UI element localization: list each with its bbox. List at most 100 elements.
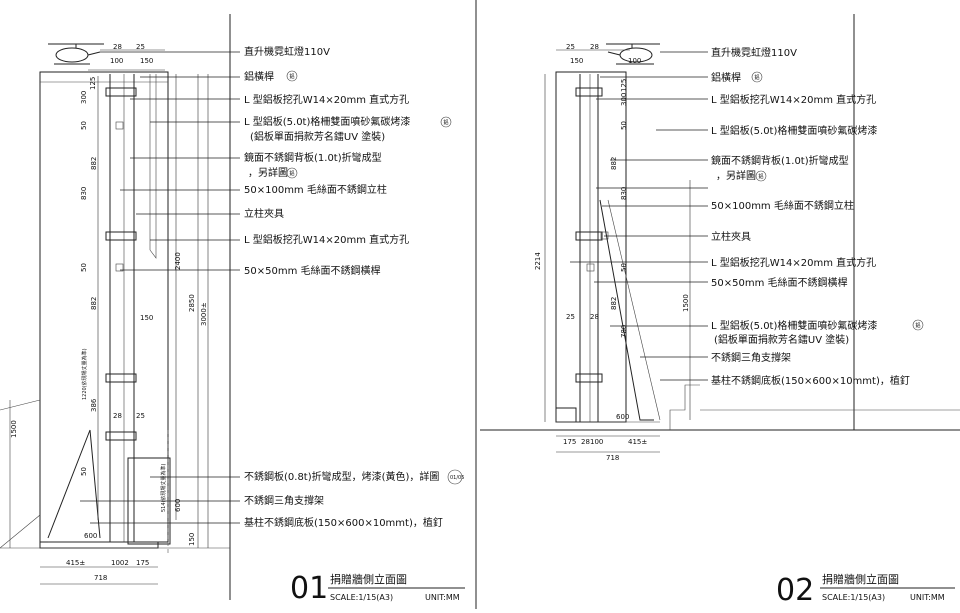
drawing-number-02: 02 xyxy=(776,573,814,608)
dim2-v-50b: 50 xyxy=(620,263,628,272)
leaders-01 xyxy=(80,51,240,524)
callout-02-panel-b: L 型鋁板(5.0t)格柵雙面噴砂氟碳烤漆 xyxy=(711,319,877,332)
wall-body-02 xyxy=(555,71,627,423)
dim-150: 150 xyxy=(140,57,153,65)
dim-v-2400: 2400 xyxy=(174,252,182,270)
drawing-scale-02: SCALE:1/15(A3) xyxy=(822,593,885,602)
dim-v-50a: 50 xyxy=(80,121,88,130)
callout-01-panel-note: (鋁板單面捐款芳名鐳UV 塗裝) xyxy=(250,130,385,143)
callout-02-post: 50×100mm 毛絲面不銹鋼立柱 xyxy=(711,199,854,212)
dim2-150: 150 xyxy=(570,57,583,65)
drawing-title-02: 捐贈牆側立面圖 xyxy=(822,572,899,586)
callout-02-back-panel: 鏡面不銹鋼背板(1.0t)折彎成型 xyxy=(711,154,849,167)
callout-01-post: 50×100mm 毛絲面不銹鋼立柱 xyxy=(244,183,387,196)
drawing-number-01: 01 xyxy=(290,571,328,606)
step-outline-02 xyxy=(669,384,700,430)
dim-v-3000: 3000± xyxy=(200,302,208,326)
dim2-v-780: 780 xyxy=(620,325,628,338)
callout-02-support: 不銹鋼三角支撐架 xyxy=(711,351,791,364)
dim2-600: 600 xyxy=(616,413,629,421)
wall-body-01 xyxy=(39,71,169,543)
dim-v-600: 600 xyxy=(174,499,182,512)
detail-ref-02-c: 鋁 xyxy=(916,322,921,329)
dim-v-50b: 50 xyxy=(80,263,88,272)
callout-01-see-detail: ，另詳圖 xyxy=(248,166,288,179)
callout-01-base-plate: 基柱不銹鋼底板(150×600×10mmt)，植釘 xyxy=(244,516,443,529)
helicopter-icon-02 xyxy=(606,43,660,65)
dim-1002: 1002 xyxy=(111,559,129,567)
dim-v-125: 125 xyxy=(89,77,97,90)
detail-ref-01-d: 01/05 xyxy=(450,475,464,481)
dim-28: 28 xyxy=(113,43,122,51)
detail-bubble-01-d xyxy=(447,469,463,485)
dim-v-386: 386 xyxy=(90,398,98,412)
clip-02-2 xyxy=(600,231,609,240)
callout-01-slot-b: L 型鋁板挖孔W14×20mm 直式方孔 xyxy=(244,233,409,246)
dim2-28: 28 xyxy=(590,43,599,51)
dim2-mid-25: 25 xyxy=(566,313,575,321)
callout-01-slot-a: L 型鋁板挖孔W14×20mm 直式方孔 xyxy=(244,93,409,106)
bracket-01-3 xyxy=(105,373,137,383)
dim2-28b: 28 xyxy=(581,438,590,446)
drawing-title-01: 捐贈牆側立面圖 xyxy=(330,572,407,586)
dim-mid-25: 25 xyxy=(136,412,145,420)
bracket-02-1 xyxy=(575,87,603,97)
dim-v-830: 830 xyxy=(80,187,88,200)
drawing-unit-02: UNIT:MM xyxy=(910,593,945,602)
callout-02-slot-a: L 型鋁板挖孔W14×20mm 直式方孔 xyxy=(711,93,876,106)
dim-v-300: 300 xyxy=(80,91,88,104)
bracket-01-4 xyxy=(105,431,137,441)
dim-mid-28: 28 xyxy=(113,412,122,420)
callout-01-clamp: 立柱夾具 xyxy=(244,207,284,220)
detail-bubble-02-a xyxy=(751,71,763,83)
dim2-175: 175 xyxy=(563,438,576,446)
base-block-02 xyxy=(555,407,577,423)
triangle-support-02 xyxy=(599,199,654,421)
dim-100: 100 xyxy=(110,57,123,65)
clip-01-2 xyxy=(115,263,124,272)
callout-01-back-panel: 鏡面不銹鋼背板(1.0t)折彎成型 xyxy=(244,151,382,164)
panel-fold-01 xyxy=(149,74,157,259)
dim2-v-882a: 882 xyxy=(610,157,618,170)
bracket-02-2 xyxy=(575,231,603,241)
dim-718: 718 xyxy=(94,574,107,582)
bracket-01-1 xyxy=(105,87,137,97)
callout-02-slot-b: L 型鋁板挖孔W14×20mm 直式方孔 xyxy=(711,256,876,269)
dim2-718: 718 xyxy=(606,454,619,462)
triangle-support-01 xyxy=(47,429,101,539)
dim2-v-1500: 1500 xyxy=(682,294,690,312)
dim-v-50c: 50 xyxy=(80,467,88,476)
detail-ref-01-c: 鋁 xyxy=(290,170,295,177)
dim-v-1220: 1220(依現場丈量為準) xyxy=(81,348,88,400)
callout-01-support: 不銹鋼三角支撐架 xyxy=(244,494,324,507)
detail-ref-02-b: 鋁 xyxy=(759,173,764,180)
callout-02-panel-note: (鋁板單面捐款芳名鐳UV 塗裝) xyxy=(714,333,849,346)
dim-600: 600 xyxy=(84,532,97,540)
callout-02-panel: L 型鋁板(5.0t)格柵雙面噴砂氟碳烤漆 xyxy=(711,124,877,137)
detail-bubble-01-b xyxy=(440,116,452,128)
dim2-v-125: 125 xyxy=(620,79,628,92)
bracket-01-2 xyxy=(105,231,137,241)
detail-bubble-02-b xyxy=(755,170,767,182)
dim2-25: 25 xyxy=(566,43,575,51)
drawing-scale-01: SCALE:1/15(A3) xyxy=(330,593,393,602)
callout-01-aluminum-rail: 鋁橫桿 xyxy=(244,70,274,83)
detail-bubble-02-c xyxy=(912,319,924,331)
callout-02-clamp: 立柱夾具 xyxy=(711,230,751,243)
detail-ref-01-b: 鋁 xyxy=(444,119,449,126)
drawing-02: 25 28 150 100 25 28 600 175 28 100 415± … xyxy=(480,14,960,608)
dim2-v-2214: 2214 xyxy=(534,252,542,270)
dim2-v-830: 830 xyxy=(620,187,628,200)
dim-v-882b: 882 xyxy=(90,297,98,310)
callout-02-neon-light: 直升機霓虹燈110V xyxy=(711,46,797,59)
callout-01-beam: 50×50mm 毛絲面不銹鋼橫桿 xyxy=(244,264,381,277)
callout-01-neon-light: 直升機霓虹燈110V xyxy=(244,45,330,58)
dim-v-150: 150 xyxy=(188,533,196,546)
dim2-mid-28: 28 xyxy=(590,313,599,321)
helicopter-icon xyxy=(48,43,104,65)
callout-02-aluminum-rail: 鋁橫桿 xyxy=(711,71,741,84)
dim2-v-882b: 882 xyxy=(610,297,618,310)
dim-mid-150: 150 xyxy=(140,314,153,322)
slope-lines-01 xyxy=(0,399,41,549)
